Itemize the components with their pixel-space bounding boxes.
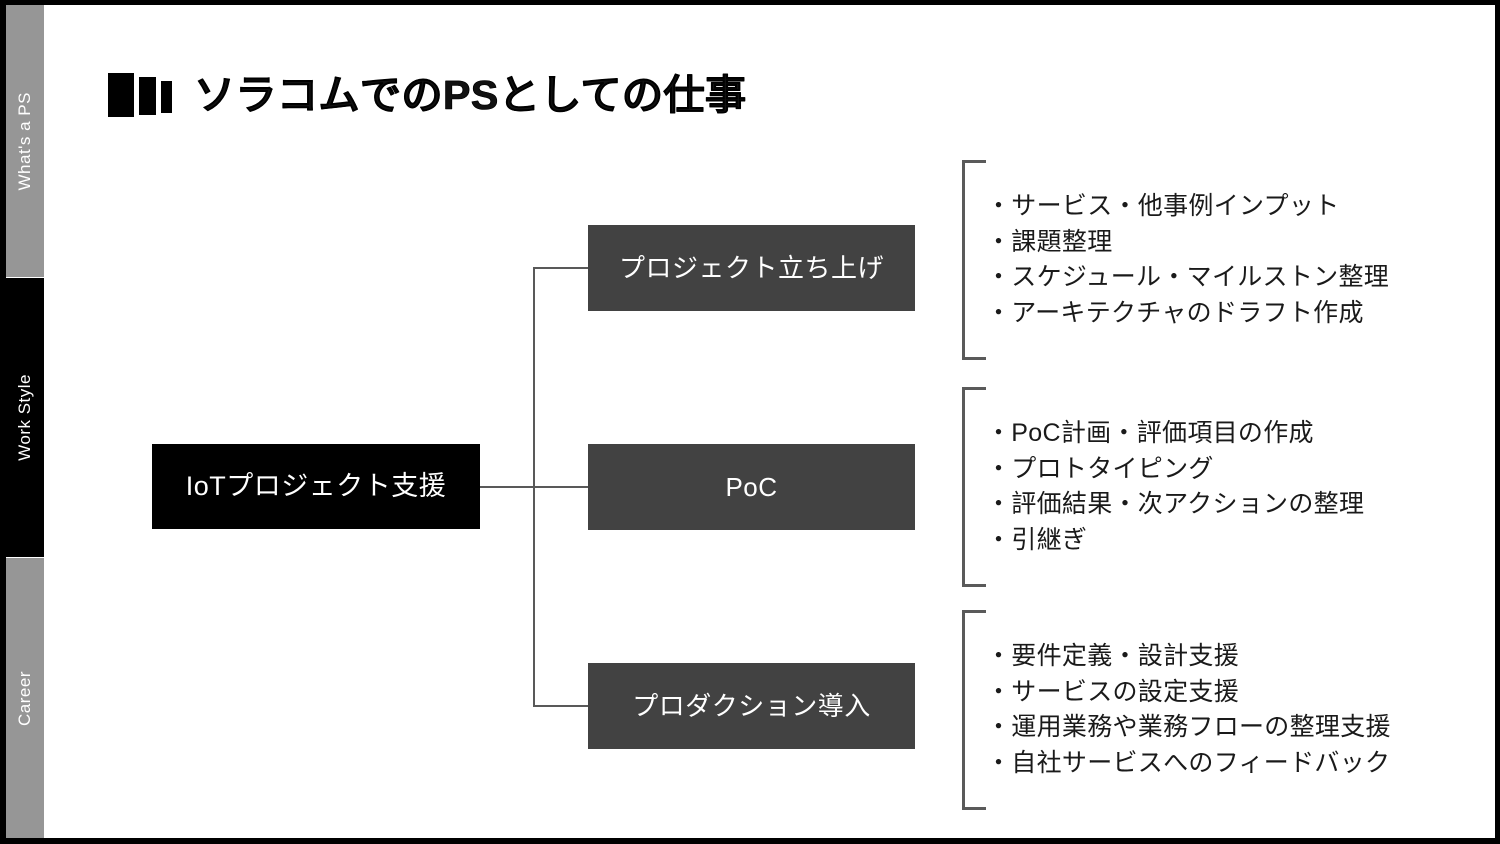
- section-sidebar: What's a PS Work Style Career: [6, 5, 44, 838]
- detail-list-2: ・PoC計画・評価項目の作成 ・プロトタイピング ・評価結果・次アクションの整理…: [986, 387, 1364, 587]
- detail-list-3: ・要件定義・設計支援 ・サービスの設定支援 ・運用業務や業務フローの整理支援 ・…: [986, 610, 1391, 810]
- node-stage-label: PoC: [725, 472, 778, 502]
- page-title: ソラコムでのPSとしての仕事: [194, 71, 747, 118]
- node-root-label: IoTプロジェクト支援: [185, 471, 447, 501]
- list-item: ・PoC計画・評価項目の作成: [986, 419, 1314, 447]
- node-stage-1[interactable]: プロジェクト立ち上げ: [588, 225, 915, 311]
- bracket-icon: [962, 610, 986, 810]
- list-item: ・サービスの設定支援: [986, 677, 1240, 706]
- bracket-icon: [962, 160, 986, 360]
- sidebar-item-label: Career: [15, 670, 34, 726]
- mark-bar-1: [108, 73, 134, 117]
- mark-bar-2: [139, 77, 156, 115]
- sidebar-item-label: Work Style: [15, 374, 34, 461]
- node-root[interactable]: IoTプロジェクト支援: [152, 444, 480, 529]
- connector-branch-1: [533, 267, 589, 269]
- node-stage-label: プロジェクト立ち上げ: [618, 253, 884, 283]
- connector-branch-2: [533, 486, 589, 488]
- three-bars-mark-icon: [108, 73, 172, 117]
- list-item: ・課題整理: [986, 227, 1113, 256]
- page-title-row: ソラコムでのPSとしての仕事: [108, 66, 746, 124]
- list-item: ・サービス・他事例インプット: [986, 192, 1340, 220]
- node-stage-2[interactable]: PoC: [588, 444, 915, 530]
- list-item: ・プロトタイピング: [986, 454, 1214, 483]
- list-item: ・要件定義・設計支援: [986, 642, 1240, 670]
- list-item: ・運用業務や業務フローの整理支援: [986, 713, 1391, 741]
- connector-branch-3: [533, 705, 589, 707]
- list-item: ・自社サービスへのフィードバック: [986, 748, 1391, 777]
- list-item: ・スケジュール・マイルストン整理: [986, 263, 1390, 291]
- mark-bar-3: [161, 81, 172, 113]
- sidebar-item-career[interactable]: Career: [6, 558, 44, 838]
- node-stage-label: プロダクション導入: [632, 691, 871, 721]
- list-item: ・評価結果・次アクションの整理: [986, 490, 1365, 518]
- list-item: ・アーキテクチャのドラフト作成: [986, 298, 1364, 327]
- bracket-icon: [962, 387, 986, 587]
- detail-list-1: ・サービス・他事例インプット ・課題整理 ・スケジュール・マイルストン整理 ・ア…: [986, 160, 1389, 360]
- list-item: ・引継ぎ: [986, 525, 1088, 554]
- sidebar-item-whats-a-ps[interactable]: What's a PS: [6, 5, 44, 277]
- sidebar-item-work-style[interactable]: Work Style: [6, 278, 44, 557]
- connector-root-horizontal: [480, 486, 534, 488]
- node-stage-3[interactable]: プロダクション導入: [588, 663, 915, 749]
- sidebar-item-label: What's a PS: [15, 91, 34, 191]
